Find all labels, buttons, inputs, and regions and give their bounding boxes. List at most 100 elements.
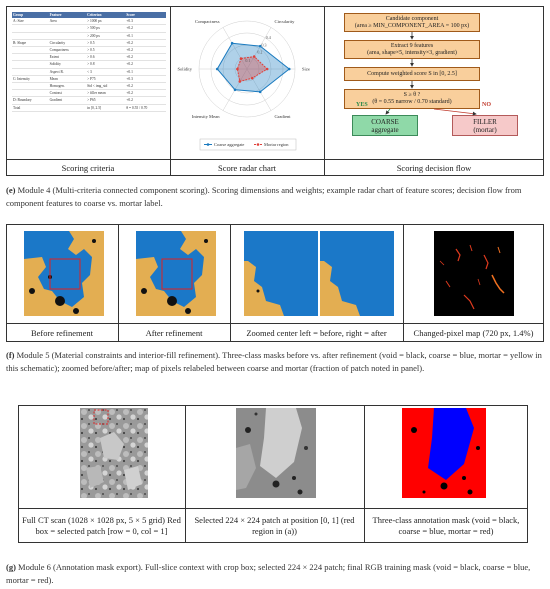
table-cell: Homogen.: [48, 82, 87, 91]
panel-label: Full CT scan (1028 × 1028 px, 5 × 5 grid…: [22, 515, 181, 536]
ct-scan-image: [80, 408, 148, 498]
table-header-cell: Criterion: [86, 12, 126, 19]
radar-axis-label: Size: [302, 67, 310, 72]
divider: [6, 159, 544, 160]
table-cell: Aspect R.: [48, 68, 87, 76]
table-cell: in [0, 2.5]: [86, 104, 126, 112]
table-cell: [12, 32, 49, 40]
flow-text: COARSE: [371, 117, 399, 126]
table-cell: +0.2: [125, 60, 166, 69]
flow-text: Candidate component: [385, 15, 439, 22]
radar-tick-label: 0.4: [266, 35, 271, 40]
flow-text: (area, shape×5, intensity×3, gradient): [367, 49, 457, 56]
table-cell: Std < img_std: [86, 82, 126, 91]
table-cell: +0.2: [125, 53, 166, 62]
radar-tick-label: 0.1: [245, 58, 250, 63]
flow-text: Extract 9 features: [390, 42, 434, 49]
caption-text: Module 6 (Annotation mask export). Full-…: [6, 562, 531, 585]
changed-pixel-map-image: [434, 231, 514, 316]
table-cell: B: Shape: [12, 39, 49, 48]
flow-no-label: NO: [482, 102, 491, 108]
table-cell: [12, 89, 49, 98]
divider: [324, 6, 325, 176]
table-header-cell: Feature: [48, 12, 87, 19]
flow-box-score: Compute weighted score S in [0, 2.5]: [344, 67, 480, 81]
divider: [185, 405, 186, 543]
caption-text: Module 4 (Multi-criteria connected compo…: [6, 185, 522, 208]
flow-text: S ≥ θ ?: [403, 92, 421, 98]
table-row: Contrast> filler mean+0.2: [12, 89, 166, 98]
table-cell: Circularity: [48, 39, 87, 48]
radar-point-mortar: [236, 67, 239, 71]
table-cell: > filler mean: [86, 89, 126, 98]
table-cell: > 0.6: [86, 53, 126, 62]
flow-text: (θ = 0.55 narrow / 0.70 standard): [372, 99, 452, 105]
radar-axis-label: Compactness: [195, 19, 220, 24]
radar-tick-label: 0.3: [261, 42, 266, 47]
figure-caption-g: (g) Module 6 (Annotation mask export). F…: [6, 561, 544, 587]
radar-axis: [246, 68, 272, 111]
radar-axis-label: Gradient: [275, 114, 292, 119]
table-cell: +0.2: [125, 89, 166, 98]
legend-label-coarse: Coarse aggregate: [214, 142, 244, 147]
radar-point-coarse: [258, 90, 262, 94]
table-cell: +0.2: [125, 46, 166, 55]
table-row: Extent> 0.6+0.2: [12, 53, 166, 62]
flow-box-candidate: Candidate component (area ≥ MIN_COMPONEN…: [344, 13, 480, 32]
radar-legend: [199, 138, 297, 151]
divider: [18, 508, 528, 509]
radar-tick-label: 0.2: [257, 49, 262, 54]
table-cell: +0.3: [125, 18, 166, 26]
table-cell: +0.1: [125, 32, 166, 40]
table-cell: Mean: [48, 75, 87, 84]
flow-box-filler: FILLER (mortar): [452, 115, 518, 136]
radar-axis-label: Solidity: [177, 67, 192, 72]
table-row: Compactness> 0.5+0.2: [12, 46, 166, 55]
radar-point-mortar: [250, 76, 254, 80]
table-header-cell: Group: [12, 12, 49, 19]
table-cell: Contrast: [48, 89, 87, 98]
table-cell: A: Size: [12, 18, 49, 26]
table-cell: > P75: [86, 75, 126, 84]
table-cell: > 0.8: [86, 60, 126, 69]
table-header-row: Group Feature Criterion Score: [12, 12, 166, 19]
flow-yes-label: YES: [356, 102, 368, 108]
table-cell: > 0.5: [86, 46, 126, 55]
flow-box-extract: Extract 9 features (area, shape×5, inten…: [344, 40, 480, 59]
flow-arrow-yes: [385, 108, 391, 115]
flow-box-decision: S ≥ θ ? (θ = 0.55 narrow / 0.70 standard…: [344, 89, 480, 109]
table-header-cell: Score: [125, 12, 166, 19]
table-cell: [48, 32, 87, 40]
mask-before-image: [24, 231, 104, 316]
divider: [403, 224, 404, 342]
table-cell: Solidity: [48, 60, 87, 69]
figure-caption-e: (e) Module 4 (Multi-criteria connected c…: [6, 184, 544, 210]
caption-tag: (f): [6, 350, 15, 360]
zoomed-comparison-image: [244, 231, 394, 316]
radar-point-coarse: [287, 67, 291, 71]
table-cell: Area: [48, 18, 87, 26]
panel-label: Before refinement: [30, 327, 94, 338]
table-cell: > 500 px: [86, 24, 126, 33]
table-cell: [12, 46, 49, 55]
flow-text: Compute weighted score S in [0, 2.5]: [367, 70, 457, 77]
radar-point-mortar: [265, 67, 269, 71]
table-cell: > P65: [86, 96, 126, 105]
table-cell: Total: [12, 104, 49, 112]
table-cell: [48, 104, 87, 112]
flow-arrow-no: [433, 108, 477, 116]
table-cell: C: Intensity: [12, 75, 49, 84]
panel-label: Score radar chart: [217, 162, 277, 173]
table-cell: Gradient: [48, 96, 87, 105]
panel-label: Zoomed center left = before, right = aft…: [246, 327, 387, 338]
radar-axis-label: Intensity Mean: [192, 114, 220, 119]
legend-marker-coarse: [206, 143, 210, 146]
panel-label: Scoring decision flow: [396, 162, 472, 173]
table-cell: > 1000 px: [86, 18, 126, 26]
table-cell: [12, 53, 49, 62]
